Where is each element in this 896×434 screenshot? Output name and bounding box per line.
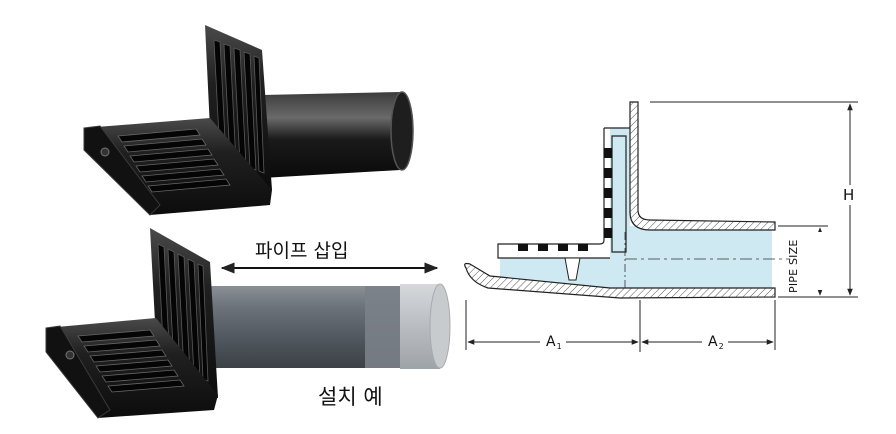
pipe-insert-label: 파이프 삽입	[255, 240, 349, 262]
section-inner-frame	[497, 127, 630, 259]
dim-a1-label: A1	[546, 334, 562, 351]
pvc-pipe-end-cap	[429, 283, 451, 369]
pipe-size-label: PIPE SIZE	[787, 239, 800, 293]
section-vertical-grate-bars	[604, 148, 612, 238]
top-drain-product	[83, 25, 414, 216]
bottom-drain-horizontal-slots	[77, 329, 185, 393]
section-interior	[500, 128, 772, 292]
top-drain-horizontal-slots	[117, 128, 231, 193]
bottom-drain-flange	[45, 325, 111, 419]
bottom-drain-bolt	[65, 350, 75, 360]
section-support-wedge	[564, 257, 581, 281]
bottom-drain-product	[45, 228, 451, 419]
cross-section-drawing	[464, 101, 790, 299]
install-example-label: 설치 예	[318, 385, 383, 409]
section-horizontal-grate-bars	[518, 244, 588, 251]
top-drain-spout	[262, 92, 407, 178]
section-inner-wall	[611, 135, 627, 253]
section-bottom-wall	[464, 262, 776, 299]
dim-a2-label: A2	[708, 334, 724, 351]
dim-h-label: H	[843, 186, 855, 204]
section-outer-wall	[629, 101, 776, 231]
top-drain-bolt	[100, 147, 110, 157]
top-drain-spout-opening	[390, 91, 414, 171]
